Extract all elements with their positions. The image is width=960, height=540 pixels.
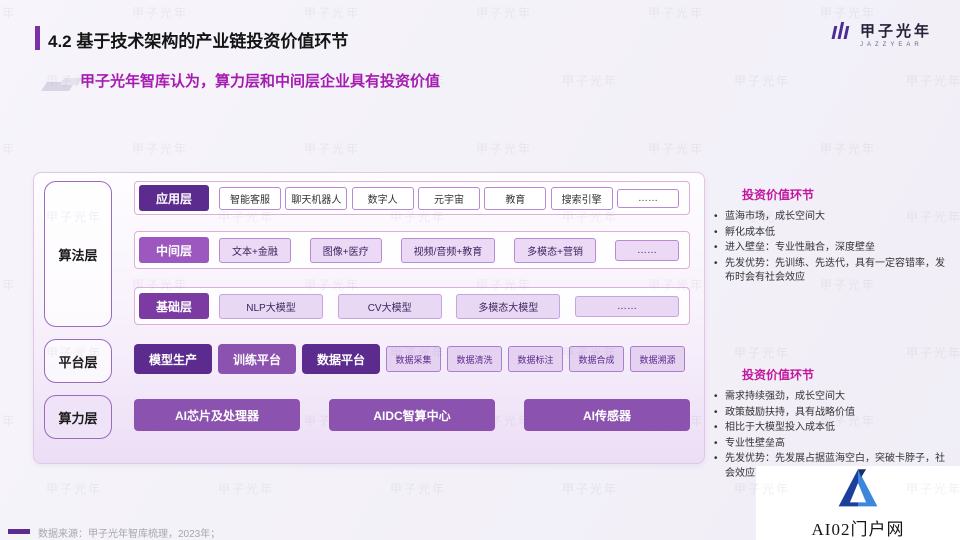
- application-item: 教育: [484, 186, 547, 210]
- brand-watermark: 甲子光年: [476, 6, 533, 20]
- base-layer-row: 基础层 NLP大模型 CV大模型 多模态大模型 ……: [134, 287, 690, 325]
- brand-watermark: 甲子光年: [906, 346, 960, 360]
- side-label-compute-layer: 算力层: [44, 395, 112, 439]
- platform-box-model-production: 模型生产: [134, 344, 212, 374]
- logo-name: 甲子光年: [859, 22, 932, 40]
- application-items: 智能客服 聊天机器人 数字人 元宇宙 教育 搜索引擎 ……: [219, 186, 679, 210]
- brand-watermark: 甲子光年: [648, 142, 705, 156]
- site-watermark-badge: AI02门户网: [756, 466, 960, 540]
- value-panel-title: 投资价值环节: [742, 188, 815, 202]
- platform-layer-row: 模型生产 训练平台 数据平台 数据采集 数据清洗 数据标注 数据合成 数据溯源: [134, 343, 690, 375]
- value-panel-title: 投资价值环节: [742, 368, 815, 382]
- brand-watermark: 甲子光年: [304, 142, 361, 156]
- value-bullet: 相比于大模型投入成本低: [712, 421, 952, 436]
- platform-box-data-platform: 数据平台: [302, 344, 380, 374]
- industry-chain-panel: 算法层 平台层 算力层 应用层 智能客服 聊天机器人 数字人 元宇宙 教育 搜索…: [33, 172, 705, 464]
- brand-watermark: 甲子光年: [562, 74, 619, 88]
- middle-item: 图像+医疗: [309, 237, 382, 263]
- data-source-note: 数据来源：甲子光年智库梳理，2023年；: [38, 529, 221, 540]
- value-bullet: 蓝海市场，成长空间大: [712, 210, 952, 225]
- platform-box-training-platform: 训练平台: [218, 344, 296, 374]
- subtitle-decor-shape: [59, 78, 83, 85]
- middle-item: 视频/音频+教育: [400, 237, 496, 263]
- middle-item-more: ……: [614, 239, 679, 261]
- row-header-middle: 中间层: [139, 237, 209, 263]
- middle-item: 多模态+营销: [514, 237, 597, 263]
- brand-watermark: 甲子光年: [0, 6, 17, 20]
- application-item: 数字人: [351, 186, 414, 210]
- brand-watermark: 甲子光年: [734, 74, 791, 88]
- row-header-application: 应用层: [139, 185, 209, 211]
- brand-watermark: 甲子光年: [132, 6, 189, 20]
- compute-box-ai-chips: AI芯片及处理器: [134, 399, 300, 431]
- footer-accent-dash: [8, 529, 30, 534]
- compute-box-aidc: AIDC智算中心: [329, 399, 495, 431]
- application-layer-row: 应用层 智能客服 聊天机器人 数字人 元宇宙 教育 搜索引擎 ……: [134, 181, 690, 215]
- brand-watermark: 甲子光年: [218, 482, 275, 496]
- value-bullet: 进入壁垒：专业性融合，深度壁垒: [712, 241, 952, 256]
- middle-items: 文本+金融 图像+医疗 视频/音频+教育 多模态+营销 ……: [219, 237, 679, 263]
- side-label-platform-layer: 平台层: [44, 339, 112, 383]
- application-item: 智能客服: [219, 186, 281, 210]
- middle-layer-row: 中间层 文本+金融 图像+医疗 视频/音频+教育 多模态+营销 ……: [134, 231, 690, 269]
- site-watermark-text: AI02门户网: [811, 520, 905, 539]
- brand-watermark: 甲子光年: [0, 414, 17, 428]
- value-bullet: 专业性壁垒高: [712, 437, 952, 452]
- base-items: NLP大模型 CV大模型 多模态大模型 ……: [219, 293, 679, 319]
- brand-watermark: 甲子光年: [132, 142, 189, 156]
- brand-watermark: 甲子光年: [476, 142, 533, 156]
- base-item: 多模态大模型: [456, 293, 561, 319]
- application-item: 搜索引擎: [550, 186, 613, 210]
- value-bullet: 孵化成本低: [712, 226, 952, 241]
- site-watermark-logo-icon: [833, 466, 883, 513]
- brand-watermark: 甲子光年: [304, 6, 361, 20]
- compute-layer-row: AI芯片及处理器 AIDC智算中心 AI传感器: [134, 399, 690, 433]
- logo-subtext: JAZZYEAR: [859, 41, 923, 48]
- brand-watermark: 甲子光年: [648, 6, 705, 20]
- application-item: 聊天机器人: [285, 186, 348, 210]
- base-item: CV大模型: [337, 293, 442, 319]
- side-label-algorithm-layer: 算法层: [44, 181, 112, 327]
- title-accent-bar: [35, 26, 40, 50]
- slide-subtitle: 甲子光年智库认为，算力层和中间层企业具有投资价值: [80, 73, 441, 90]
- brand-watermark: 甲子光年: [390, 482, 447, 496]
- brand-watermark: 甲子光年: [46, 482, 103, 496]
- base-item: NLP大模型: [219, 293, 323, 319]
- brand-watermark: 甲子光年: [906, 74, 960, 88]
- page-title: 4.2 基于技术架构的产业链投资价值环节: [48, 32, 349, 51]
- base-item-more: ……: [574, 295, 679, 317]
- application-item-more: ……: [616, 188, 679, 208]
- brand-watermark: 甲子光年: [562, 482, 619, 496]
- data-step-box: 数据溯源: [630, 346, 685, 372]
- jiazi-logo-icon: [828, 18, 854, 49]
- brand-watermark: 甲子光年: [0, 278, 17, 292]
- data-step-box: 数据采集: [386, 346, 441, 372]
- data-step-box: 数据清洗: [447, 346, 502, 372]
- investment-value-panel-bottom: 投资价值环节 需求持续强劲，成长空间大 政策鼓励扶持，具有战略价值 相比于大模型…: [712, 366, 952, 482]
- brand-watermark: 甲子光年: [734, 346, 791, 360]
- row-header-base: 基础层: [139, 293, 209, 319]
- brand-watermark: 甲子光年: [820, 142, 877, 156]
- value-bullet: 先发优势：先训练、先迭代，具有一定容错率，发布时会有社会效应: [712, 257, 952, 286]
- brand-watermark: 甲子光年: [0, 142, 17, 156]
- value-bullet: 需求持续强劲，成长空间大: [712, 390, 952, 405]
- value-bullet: 政策鼓励扶持，具有战略价值: [712, 406, 952, 421]
- middle-item: 文本+金融: [219, 237, 291, 263]
- application-item: 元宇宙: [417, 186, 480, 210]
- investment-value-panel-top: 投资价值环节 蓝海市场，成长空间大 孵化成本低 进入壁垒：专业性融合，深度壁垒 …: [712, 186, 952, 287]
- data-step-box: 数据合成: [569, 346, 624, 372]
- value-panel-bullets: 蓝海市场，成长空间大 孵化成本低 进入壁垒：专业性融合，深度壁垒 先发优势：先训…: [712, 210, 952, 286]
- compute-box-ai-sensors: AI传感器: [524, 399, 690, 431]
- company-logo: 甲子光年 JAZZYEAR: [828, 18, 932, 49]
- data-step-box: 数据标注: [508, 346, 563, 372]
- value-bullet: 先发优势：先发展占据蓝海空白，突破卡脖子，社会效应高: [712, 452, 952, 481]
- value-panel-bullets: 需求持续强劲，成长空间大 政策鼓励扶持，具有战略价值 相比于大模型投入成本低 专…: [712, 390, 952, 481]
